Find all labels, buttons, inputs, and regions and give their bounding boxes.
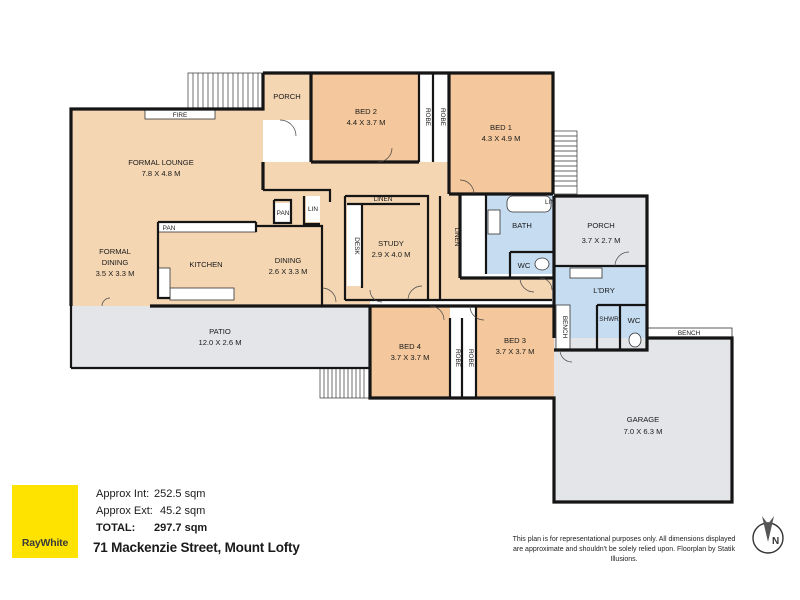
stairs-patio xyxy=(319,367,371,399)
stove xyxy=(157,267,171,299)
formal-lounge-label: FORMAL LOUNGE xyxy=(128,158,194,167)
bench-garage-label: BENCH xyxy=(678,330,701,337)
desk-fill xyxy=(347,204,363,286)
area-total-value: 297.7 sqm xyxy=(154,521,208,534)
robe-bed4-fill xyxy=(450,318,462,398)
stairs-bed1 xyxy=(552,130,578,195)
area-ext-value: 45.2 sqm xyxy=(160,504,206,517)
shower-label: SHWR xyxy=(599,316,619,323)
bed1-dims: 4.3 X 4.9 M xyxy=(482,134,521,143)
area-int-row: Approx Int: 252.5 sqm xyxy=(96,485,260,502)
pan-hall-label: PAN xyxy=(277,210,290,217)
bathtub xyxy=(506,195,552,213)
study-dims: 2.9 X 4.0 M xyxy=(372,250,411,259)
toilet-laundry xyxy=(628,332,642,348)
dining-dims: 2.6 X 3.3 M xyxy=(269,267,308,276)
bed3-label: BED 3 xyxy=(504,336,526,345)
area-summary: Approx Int: 252.5 sqm Approx Ext: 45.2 s… xyxy=(96,485,260,536)
area-int-value: 252.5 sqm xyxy=(154,487,206,500)
linen-side-label: LINEN xyxy=(453,228,460,247)
robe-bed4-label: ROBE xyxy=(454,349,461,367)
porch-side-dims: 3.7 X 2.7 M xyxy=(582,236,621,245)
area-ext-row: Approx Ext: 45.2 sqm xyxy=(96,502,260,519)
north-compass-icon: N xyxy=(752,516,784,554)
lin-bath-fill xyxy=(460,194,486,274)
patio-fill xyxy=(71,306,370,368)
area-total-label: TOTAL: xyxy=(96,521,136,534)
disclaimer-text: This plan is for representational purpos… xyxy=(512,536,736,563)
formal-dining-label-2: DINING xyxy=(102,258,129,267)
robe-bed3-fill xyxy=(462,318,476,398)
patio-dims: 12.0 X 2.6 M xyxy=(198,338,241,347)
walls xyxy=(69,71,734,504)
formal-dining-dims: 3.5 X 3.3 M xyxy=(96,269,135,278)
bed3-fill xyxy=(476,306,554,398)
bed2-label: BED 2 xyxy=(355,107,377,116)
dining-label: DINING xyxy=(275,256,302,265)
porch-front-fill xyxy=(263,73,311,120)
kitchen-island xyxy=(169,287,235,301)
robe-bed1-fill xyxy=(433,73,449,162)
area-total-row: TOTAL: 297.7 sqm xyxy=(96,519,260,536)
stairs-front xyxy=(187,72,264,110)
study-label: STUDY xyxy=(378,239,404,248)
lin-bath-label: LIN xyxy=(545,199,555,206)
area-int-label: Approx Int: xyxy=(96,487,150,500)
robe-bed2-label: ROBE xyxy=(424,108,431,126)
bed2-fill xyxy=(311,73,419,162)
bed3-dims: 3.7 X 3.7 M xyxy=(496,347,535,356)
bed1-label: BED 1 xyxy=(490,123,512,132)
fixture-labels: FIRE PAN PAN LIN LIN LINEN LINEN DESK RO… xyxy=(163,108,701,367)
porch-side-label: PORCH xyxy=(587,221,614,230)
pan-hall-fill xyxy=(274,203,291,223)
lin-hall-fill xyxy=(306,196,320,222)
raywhite-logo: RayWhite xyxy=(12,485,78,558)
fire-label: FIRE xyxy=(173,112,188,119)
laundry-tub xyxy=(569,267,603,279)
wc-laundry-label: WC xyxy=(628,316,641,325)
logo-text: RayWhite xyxy=(21,537,69,549)
bed4-fill xyxy=(370,306,450,398)
bath-label: BATH xyxy=(512,221,532,230)
patio-label: PATIO xyxy=(209,327,231,336)
room-labels: PORCH BED 2 4.4 X 3.7 M BED 1 4.3 X 4.9 … xyxy=(96,92,663,436)
porch-side-fill xyxy=(555,196,647,266)
toilet-bath xyxy=(534,257,550,271)
doors xyxy=(101,119,630,363)
bed2-dims: 4.4 X 3.7 M xyxy=(347,118,386,127)
garage-dims: 7.0 X 6.3 M xyxy=(624,427,663,436)
pan-kitchen-label: PAN xyxy=(163,225,176,232)
lin-hall-label: LIN xyxy=(308,206,318,213)
bed1-fill xyxy=(449,73,553,194)
vanity xyxy=(487,209,501,235)
robe-bed1-label: ROBE xyxy=(439,108,446,126)
wc-bath-label: WC xyxy=(518,261,531,270)
formal-lounge-dims: 7.8 X 4.8 M xyxy=(142,169,181,178)
garage-fill xyxy=(554,338,732,502)
formal-dining-label-1: FORMAL xyxy=(99,247,131,256)
bed4-dims: 3.7 X 3.7 M xyxy=(391,353,430,362)
desk-label: DESK xyxy=(353,237,360,255)
bench-laundry-label: BENCH xyxy=(561,316,568,339)
bed4-label: BED 4 xyxy=(399,342,421,351)
compass-letter: N xyxy=(772,536,779,547)
area-ext-label: Approx Ext: xyxy=(96,504,153,517)
porch-front-label: PORCH xyxy=(273,92,300,101)
room-fills xyxy=(71,73,732,502)
linen-top-label: LINEN xyxy=(374,196,393,203)
garage-label: GARAGE xyxy=(627,415,660,424)
robe-bed2-fill xyxy=(419,73,433,162)
property-address: 71 Mackenzie Street, Mount Lofty xyxy=(93,540,300,555)
robe-bed3-label: ROBE xyxy=(467,349,474,367)
laundry-label: L'DRY xyxy=(593,286,615,295)
kitchen-label: KITCHEN xyxy=(189,260,222,269)
